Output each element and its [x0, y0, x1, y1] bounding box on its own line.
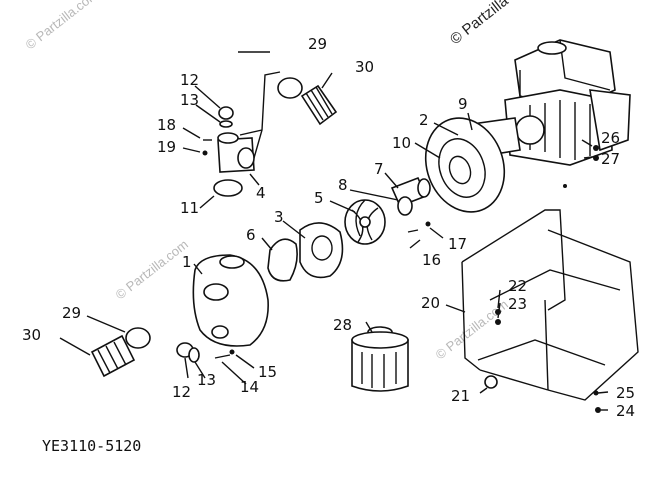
part-30-hose-fitting-top [300, 84, 338, 126]
part-12-plug-top [218, 106, 234, 120]
part-24-bolt [595, 407, 601, 413]
callout-14: 14 [240, 378, 259, 396]
callout-15: 15 [258, 363, 277, 381]
callout-23: 23 [508, 295, 527, 313]
callout-8: 8 [338, 176, 348, 194]
part-11-o-ring [213, 179, 243, 197]
callout-9: 9 [458, 95, 468, 113]
callout-22: 22 [508, 277, 527, 295]
callout-21: 21 [451, 387, 470, 405]
callout-26: 26 [601, 129, 620, 147]
leader-lines [59, 51, 609, 411]
part-29-o-ring-bottom [125, 327, 151, 349]
callout-11: 11 [180, 199, 199, 217]
callout-12: 12 [180, 71, 199, 89]
engine-part [479, 39, 631, 166]
part-14-bolt [214, 354, 231, 359]
callout-13: 13 [180, 91, 199, 109]
callout-10: 10 [392, 134, 411, 152]
part-27-washer [593, 155, 599, 161]
callout-6: 6 [246, 226, 256, 244]
callout-13-bottom: 13 [197, 371, 216, 389]
watermark-top-left: © Partzilla.com [23, 0, 101, 52]
part-21-mount [484, 375, 498, 389]
part-23-nut [495, 319, 501, 325]
callout-2: 2 [419, 111, 429, 129]
part-15-washer [229, 349, 235, 355]
callout-19: 19 [157, 138, 176, 156]
part-16-bolt [407, 229, 419, 233]
part-20-frame [461, 209, 639, 401]
callout-5: 5 [314, 189, 324, 207]
callout-25: 25 [616, 384, 635, 402]
callout-29-bottom: 29 [62, 304, 81, 322]
part-13-washer-top [219, 120, 233, 128]
callout-16: 16 [422, 251, 441, 269]
part-26-bolt [593, 145, 599, 151]
part-25-washer [593, 390, 599, 396]
callout-7: 7 [374, 160, 384, 178]
callout-3: 3 [274, 208, 284, 226]
callout-24: 24 [616, 402, 635, 420]
part-4-tee-fitting [217, 132, 255, 173]
part-8-seal-ring [397, 196, 413, 216]
callout-labels: 29 30 12 13 18 19 11 4 3 6 5 8 7 10 2 9 … [22, 35, 635, 420]
callout-27: 27 [601, 150, 620, 168]
callout-30-bottom: 30 [22, 326, 41, 344]
part-1-pump-casing [192, 254, 269, 347]
callout-4: 4 [256, 184, 266, 202]
part-29-o-ring-top [277, 77, 303, 99]
part-28-strainer [351, 326, 409, 392]
part-19-washer [202, 150, 208, 156]
part-10-casing-cover [424, 117, 506, 213]
callout-20: 20 [421, 294, 440, 312]
callout-18: 18 [157, 116, 176, 134]
part-13-washer-bottom [188, 347, 200, 363]
part-17-washer [425, 221, 431, 227]
part-6-gasket [267, 238, 298, 282]
part-3-volute-case [299, 222, 344, 279]
callout-1: 1 [182, 253, 192, 271]
part-5-impeller [344, 199, 386, 245]
callout-29: 29 [308, 35, 327, 53]
callout-17: 17 [448, 235, 467, 253]
diagram-code: YE3110-5120 [42, 437, 141, 455]
watermark-center-left: © Partzilla.com [113, 237, 191, 303]
callout-30: 30 [355, 58, 374, 76]
part-30-hose-fitting-bottom [90, 334, 136, 378]
callout-12-bottom: 12 [172, 383, 191, 401]
callout-28: 28 [333, 316, 352, 334]
watermark-top-right: © Partzilla [447, 0, 512, 48]
